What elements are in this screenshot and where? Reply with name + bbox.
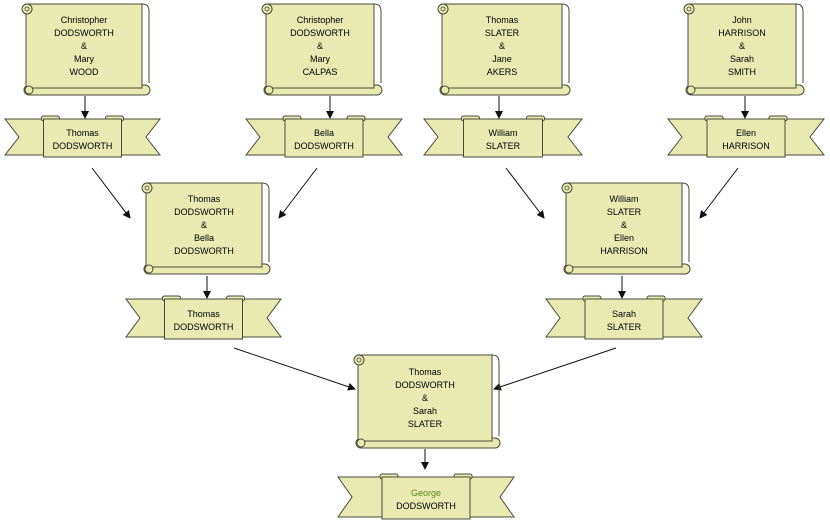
couple-line: &	[499, 41, 505, 51]
person-last-name: DODSWORTH	[396, 501, 456, 511]
couple-line: Christopher	[297, 15, 344, 25]
couple-line: SLATER	[607, 207, 642, 217]
couple-line: DODSWORTH	[290, 28, 350, 38]
couple-line: DODSWORTH	[174, 246, 234, 256]
edge-arrow	[505, 167, 545, 219]
couple-line: SLATER	[408, 419, 443, 429]
person-last-name: HARRISON	[722, 141, 770, 151]
couple-line: &	[201, 220, 207, 230]
couple-line: SLATER	[485, 28, 520, 38]
couple-line: DODSWORTH	[395, 380, 455, 390]
person-last-name: DODSWORTH	[53, 141, 113, 151]
person-last-name: SLATER	[486, 141, 521, 151]
person-first-name: Bella	[314, 128, 334, 138]
person-first-name: Ellen	[736, 128, 756, 138]
edges-layer	[81, 96, 749, 470]
couple-line: Thomas	[188, 194, 221, 204]
person-last-name: DODSWORTH	[294, 141, 354, 151]
person-first-name: Sarah	[612, 309, 636, 319]
couple-line: AKERS	[487, 67, 518, 77]
nodes-layer: ChristopherDODSWORTH&MaryWOODChristopher…	[3, 3, 826, 520]
edge-arrow	[278, 167, 318, 219]
couple-line: WOOD	[70, 67, 99, 77]
couple-line: HARRISON	[718, 28, 766, 38]
couple-line: SMITH	[728, 67, 756, 77]
couple-line: CALPAS	[303, 67, 338, 77]
couple-line: &	[317, 41, 323, 51]
person-last-name: SLATER	[607, 322, 642, 332]
edge-arrow	[493, 347, 617, 391]
person-last-name: DODSWORTH	[174, 322, 234, 332]
couple-line: DODSWORTH	[174, 207, 234, 217]
couple-line: Thomas	[486, 15, 519, 25]
couple-line: DODSWORTH	[54, 28, 114, 38]
couple-line: John	[732, 15, 752, 25]
couple-line: William	[610, 194, 639, 204]
edge-arrow	[699, 167, 739, 219]
couple-line: &	[621, 220, 627, 230]
person-first-name: Thomas	[66, 128, 99, 138]
couple-line: Bella	[194, 233, 214, 243]
couple-line: Mary	[74, 54, 94, 64]
couple-line: HARRISON	[600, 246, 648, 256]
couple-line: Sarah	[730, 54, 754, 64]
couple-line: Jane	[492, 54, 512, 64]
edge-arrow	[91, 167, 131, 219]
couple-line: Ellen	[614, 233, 634, 243]
couple-line: Thomas	[409, 367, 442, 377]
person-first-name: George	[411, 488, 441, 498]
couple-line: &	[739, 41, 745, 51]
couple-line: Mary	[310, 54, 330, 64]
couple-line: Christopher	[61, 15, 108, 25]
person-first-name: William	[489, 128, 518, 138]
couple-line: Sarah	[413, 406, 437, 416]
person-first-name: Thomas	[187, 309, 220, 319]
edge-arrow	[233, 347, 356, 391]
couple-line: &	[422, 393, 428, 403]
couple-line: &	[81, 41, 87, 51]
